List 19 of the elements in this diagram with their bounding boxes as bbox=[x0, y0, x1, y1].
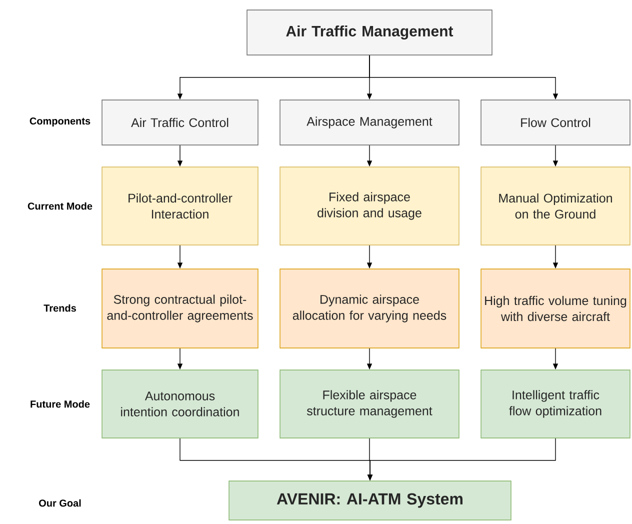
row-label: Current Mode bbox=[28, 202, 92, 210]
current-mode-box: Manual Optimization on the Ground bbox=[480, 166, 630, 246]
future-mode-box: Autonomous intention coordination bbox=[102, 370, 258, 438]
trend-box: Strong contractual pilot-and-controller agreements bbox=[102, 268, 258, 348]
component-box: Flow Control bbox=[480, 100, 630, 146]
current-mode-box: Pilot-and-controller Interaction bbox=[102, 166, 258, 246]
trend-box: High traffic volume tuning with diverse aircraft bbox=[480, 268, 630, 348]
row-label: Components bbox=[30, 117, 90, 127]
goal-box: AVENIR: AI-ATM System bbox=[228, 480, 512, 520]
title-box: Air Traffic Management bbox=[246, 10, 492, 56]
component-box: Air Traffic Control bbox=[102, 100, 258, 146]
current-mode-box: Fixed airspace division and usage bbox=[280, 166, 460, 246]
trend-box: Dynamic airspace allocation for varying needs bbox=[280, 268, 460, 348]
row-label: Our Goal bbox=[39, 499, 81, 507]
row-label: Future Mode bbox=[30, 400, 90, 408]
row-label: Trends bbox=[44, 304, 76, 312]
future-mode-box: Flexible airspace structure management bbox=[280, 370, 460, 438]
component-box: Airspace Management bbox=[280, 100, 460, 146]
future-mode-box: Intelligent traffic flow optimization bbox=[480, 370, 630, 438]
